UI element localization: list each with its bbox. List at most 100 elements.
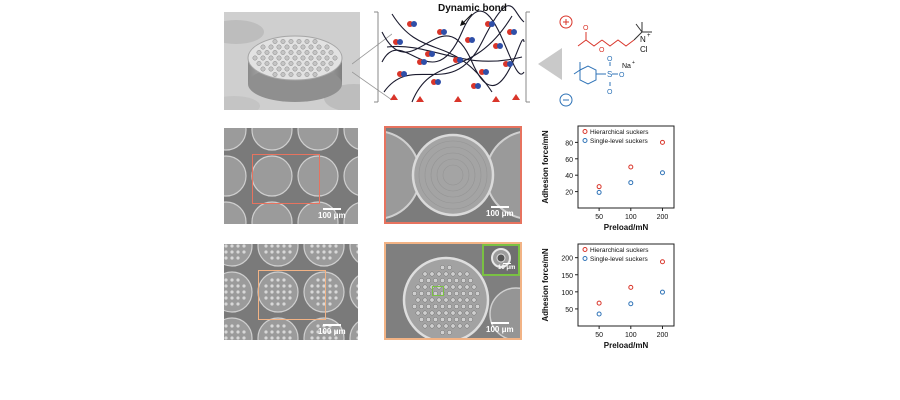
chart-bottom-ytick-label: 150 <box>561 273 573 280</box>
micro-sucker-dot <box>322 296 326 300</box>
micro-sucker-dot <box>282 278 286 282</box>
micro-sucker-dot <box>328 50 334 55</box>
micro-sucker-dot <box>328 336 332 340</box>
micro-sucker-dot <box>450 310 456 316</box>
micro-sucker-dot <box>236 296 240 300</box>
micro-sucker-dot <box>422 271 428 277</box>
micro-sucker-dot <box>447 278 452 283</box>
micro-sucker-dot <box>316 324 320 328</box>
micro-sucker-dot <box>322 290 326 294</box>
micro-sucker-dot <box>280 72 286 77</box>
micro-sucker-dot <box>429 271 435 277</box>
micro-sucker-dot <box>422 323 428 329</box>
anionic-site <box>511 29 517 35</box>
micro-sucker-dot <box>322 336 326 340</box>
micro-sucker-dot <box>433 278 438 283</box>
micro-sucker-dot <box>300 55 306 61</box>
micro-sucker-dot <box>236 290 240 294</box>
micro-sucker-dot <box>468 291 473 296</box>
micro-sucker-dot <box>464 310 470 316</box>
svg-text:S: S <box>607 70 612 79</box>
micro-sucker-dot <box>272 61 278 66</box>
micro-sucker-dot <box>328 256 332 260</box>
micro-sucker-dot <box>419 291 424 296</box>
micro-sucker-dot <box>450 297 456 303</box>
micro-sucker-dot <box>288 296 292 300</box>
micro-sucker-dot <box>268 55 274 61</box>
micro-sucker-dot <box>256 50 262 55</box>
micro-sucker-dot <box>419 304 424 309</box>
micro-sucker-dot <box>308 44 314 50</box>
micro-sucker-dot <box>270 330 274 334</box>
micro-sucker-dot <box>440 330 445 335</box>
sucker-disc <box>257 317 299 340</box>
micro-sucker-dot <box>260 55 266 61</box>
micro-sucker-dot <box>276 336 280 340</box>
micro-sucker-dot <box>457 284 463 290</box>
micro-sucker-dot <box>426 304 431 309</box>
micro-sucker-dot <box>429 323 435 329</box>
anionic-monomer <box>559 62 618 107</box>
micro-sucker-dot <box>356 330 358 334</box>
micro-sucker-dot <box>236 302 240 306</box>
zoom-frame-row3 <box>258 270 326 320</box>
micro-sucker-dot <box>440 304 445 309</box>
micro-sucker-dot <box>454 278 459 283</box>
micro-sucker-dot <box>236 330 240 334</box>
micro-sucker-dot <box>224 256 228 260</box>
micro-sucker-dot <box>320 61 326 66</box>
micro-sucker-dot <box>443 271 449 277</box>
micro-sucker-dot <box>412 291 417 296</box>
micro-sucker-dot <box>464 271 470 277</box>
micro-sucker-dot <box>224 336 228 340</box>
micro-sucker-dot <box>310 336 314 340</box>
chart-top-ytick-label: 80 <box>565 140 573 147</box>
svg-text:O: O <box>619 72 625 79</box>
micro-sucker-dot <box>270 284 274 288</box>
anionic-site <box>483 69 489 75</box>
micro-sucker-dot <box>475 304 480 309</box>
anionic-site <box>421 59 427 65</box>
chart-top-point <box>628 164 634 170</box>
micro-sucker-dot <box>322 256 326 260</box>
micro-sucker-dot <box>276 44 282 50</box>
micro-sucker-dot <box>288 330 292 334</box>
micro-sucker-dot <box>310 296 314 300</box>
micro-sucker-dot <box>280 39 286 44</box>
micro-sucker-dot <box>316 250 320 254</box>
anionic-site <box>401 71 407 77</box>
scale-bar-row3-left: 100 μm <box>318 324 346 336</box>
micro-sucker-dot <box>334 250 338 254</box>
anionic-site <box>475 83 481 89</box>
micro-sucker-dot <box>443 323 449 329</box>
micro-sucker-dot <box>270 302 274 306</box>
micro-sucker-dot <box>334 290 338 294</box>
micro-sucker-dot <box>415 284 421 290</box>
micro-sucker-dot <box>454 291 459 296</box>
micro-sucker-dot <box>282 284 286 288</box>
micro-sucker-dot <box>270 324 274 328</box>
tripod-anchors <box>390 94 520 102</box>
micro-sucker-dot <box>224 324 228 328</box>
micro-sucker-dot <box>429 297 435 303</box>
micro-sucker-dot <box>461 278 466 283</box>
micro-sucker-dot <box>292 66 298 72</box>
micro-sucker-dot <box>270 250 274 254</box>
sucker-disc <box>251 128 293 151</box>
chart-bottom-point <box>596 311 602 317</box>
micro-sucker-dot <box>304 50 310 55</box>
micro-sucker-dot <box>328 302 332 306</box>
micro-sucker-dot <box>276 284 280 288</box>
micro-sucker-dot <box>230 284 234 288</box>
micro-sucker-dot <box>288 336 292 340</box>
chart-top-xtick-label: 50 <box>595 214 603 221</box>
chart-top-point <box>596 184 602 190</box>
sucker-disc <box>303 244 345 267</box>
micro-sucker-dot <box>356 250 358 254</box>
micro-sucker-dot <box>242 330 246 334</box>
sem-row2-zoom: 100 μm <box>384 126 522 224</box>
micro-sucker-dot <box>276 250 280 254</box>
micro-sucker-dot <box>440 278 445 283</box>
micro-sucker-dot <box>304 61 310 66</box>
